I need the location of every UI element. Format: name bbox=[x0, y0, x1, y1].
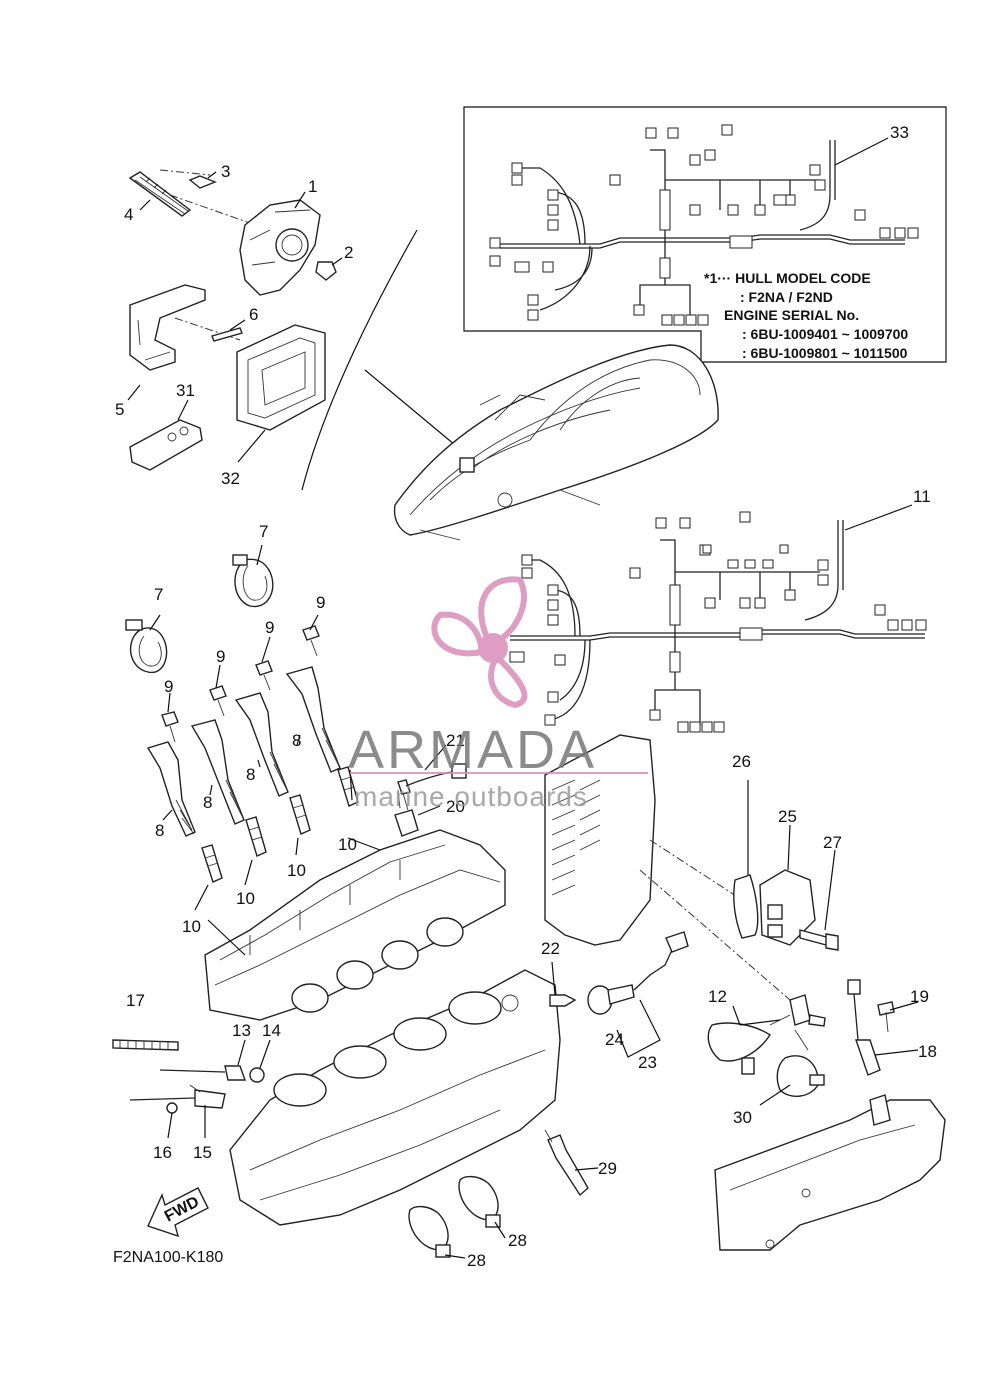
hull-model-note: *1··· HULL MODEL CODE : F2NA / F2ND ENGI… bbox=[704, 270, 908, 361]
rectifier-25 bbox=[759, 869, 816, 946]
ignition-coil-8-d bbox=[285, 666, 341, 773]
callout-4: 4 bbox=[124, 205, 133, 224]
callout-9-b: 9 bbox=[265, 618, 274, 637]
fwd-arrow: FWD bbox=[147, 1187, 209, 1238]
callout-28-a: 28 bbox=[508, 1231, 527, 1250]
bolts-9 bbox=[161, 625, 320, 743]
callout-15: 15 bbox=[193, 1143, 212, 1162]
callout-21: 21 bbox=[446, 731, 465, 750]
callout-19: 19 bbox=[910, 987, 929, 1006]
ecu-bracket-5 bbox=[129, 284, 206, 371]
note-line-4: : 6BU-1009401 ~ 1009700 bbox=[742, 326, 908, 342]
callout-26: 26 bbox=[732, 752, 751, 771]
clamp-30 bbox=[776, 1055, 825, 1097]
callout-17: 17 bbox=[126, 991, 145, 1010]
callout-13: 13 bbox=[232, 1021, 251, 1040]
ignition-coil-8-b bbox=[190, 719, 245, 825]
callout-10-b: 10 bbox=[287, 861, 306, 880]
callout-33: 33 bbox=[890, 123, 909, 142]
callout-11: 11 bbox=[913, 487, 931, 506]
gasket-26 bbox=[733, 874, 759, 939]
callout-8-a: 8 bbox=[292, 731, 301, 750]
clamp-29 bbox=[544, 1129, 589, 1197]
callout-23: 23 bbox=[638, 1053, 657, 1072]
callout-8-b: 8 bbox=[246, 765, 255, 784]
note-line-1: *1··· HULL MODEL CODE bbox=[704, 270, 871, 286]
leader-lines bbox=[127, 171, 919, 1259]
exhaust-pipe bbox=[714, 1094, 946, 1251]
callout-14: 14 bbox=[262, 1021, 281, 1040]
callout-20: 20 bbox=[446, 797, 465, 816]
bolt-17 bbox=[112, 1039, 179, 1051]
callout-31: 31 bbox=[176, 381, 195, 400]
callout-32: 32 bbox=[221, 469, 240, 488]
callout-1: 1 bbox=[308, 177, 317, 196]
clamp-28-a bbox=[408, 1205, 451, 1258]
callout-7-a: 7 bbox=[259, 522, 268, 541]
ignition-coil-8-c bbox=[234, 692, 289, 797]
sensor-23-24 bbox=[587, 931, 689, 1058]
callout-22: 22 bbox=[541, 939, 560, 958]
clamp-7-right bbox=[232, 554, 274, 608]
callout-7-b: 7 bbox=[154, 585, 163, 604]
watermark-brand: ARMADA bbox=[348, 720, 597, 780]
ecu-32 bbox=[174, 317, 326, 431]
note-line-3: ENGINE SERIAL No. bbox=[724, 307, 859, 323]
sensor-bracket-12 bbox=[769, 994, 826, 1051]
throttle-body-assembly bbox=[128, 169, 337, 296]
propeller-logo-icon bbox=[431, 576, 528, 709]
callout-3: 3 bbox=[221, 162, 230, 181]
note-line-2: : F2NA / F2ND bbox=[740, 289, 833, 305]
ignition-coil-8-a bbox=[146, 741, 196, 837]
spark-plugs-10 bbox=[201, 766, 359, 883]
callout-16: 16 bbox=[153, 1143, 172, 1162]
sensor-22 bbox=[549, 994, 577, 1007]
sensor-18-19 bbox=[847, 979, 895, 1076]
watercraft-illustration bbox=[393, 344, 719, 541]
bolt-27 bbox=[799, 929, 839, 951]
sensor-20-21 bbox=[394, 763, 467, 837]
callout-24: 24 bbox=[605, 1030, 624, 1049]
callout-10-a: 10 bbox=[338, 835, 357, 854]
clamp-28-b bbox=[458, 1175, 501, 1228]
callout-8-c: 8 bbox=[203, 793, 212, 812]
callout-10-c: 10 bbox=[236, 889, 255, 908]
callout-5: 5 bbox=[115, 400, 124, 419]
callout-8-d: 8 bbox=[155, 821, 164, 840]
callout-18: 18 bbox=[918, 1042, 937, 1061]
callout-28-b: 28 bbox=[467, 1251, 486, 1270]
diagram-code: F2NA100-K180 bbox=[113, 1249, 223, 1266]
clamp-12 bbox=[707, 1022, 771, 1075]
engine-harness-11 bbox=[509, 504, 927, 733]
callout-25: 25 bbox=[778, 807, 797, 826]
sensor-15-16 bbox=[129, 1084, 226, 1114]
callout-12: 12 bbox=[708, 987, 727, 1006]
callout-9-c: 9 bbox=[216, 647, 225, 666]
harness-inset-33 bbox=[463, 106, 947, 363]
armada-watermark: ARMADA marine outboards bbox=[348, 576, 648, 812]
callout-labels: 1 2 3 4 5 6 7 7 8 8 8 8 9 9 9 9 10 10 10… bbox=[115, 123, 937, 1270]
callout-9-d: 9 bbox=[164, 677, 173, 696]
clamp-7-left bbox=[125, 619, 168, 673]
callout-2: 2 bbox=[344, 243, 353, 262]
note-line-5: : 6BU-1009801 ~ 1011500 bbox=[742, 345, 908, 361]
electrical-box-plate bbox=[544, 734, 791, 1001]
callout-27: 27 bbox=[823, 833, 842, 852]
callout-10-d: 10 bbox=[182, 917, 201, 936]
remote-key-31 bbox=[129, 419, 203, 471]
callout-29: 29 bbox=[598, 1159, 617, 1178]
sensor-13-14 bbox=[159, 1065, 265, 1083]
callout-9-a: 9 bbox=[316, 593, 325, 612]
cylinder-head bbox=[204, 829, 506, 1021]
callout-30: 30 bbox=[733, 1108, 752, 1127]
callout-6: 6 bbox=[249, 305, 258, 324]
watermark-tagline: marine outboards bbox=[354, 781, 588, 812]
cylinder-block bbox=[229, 969, 561, 1226]
